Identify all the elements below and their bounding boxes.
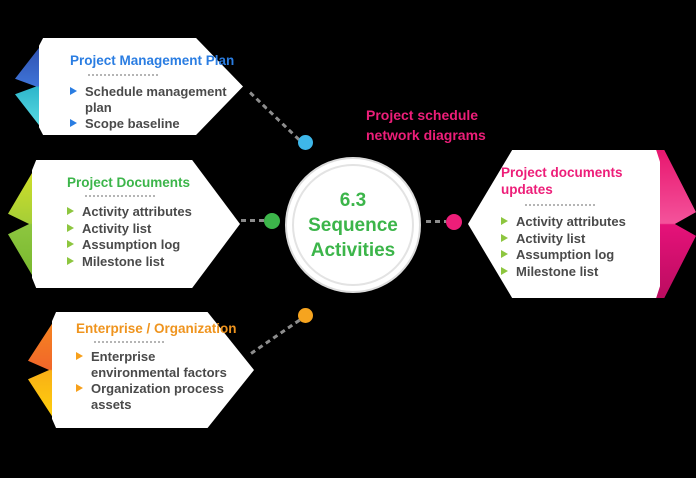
card-body xyxy=(32,160,240,288)
list-item: Scope baseline xyxy=(70,116,235,132)
input-card-project-management-plan: Project Management Plan Schedule managem… xyxy=(15,38,243,135)
card-title: Enterprise / Organization xyxy=(76,321,237,336)
connector-line-enterprise xyxy=(250,318,302,355)
process-circle-label: 6.3 Sequence Activities xyxy=(292,164,414,286)
list-item: Activity list xyxy=(501,231,656,247)
dotted-divider xyxy=(525,204,595,206)
triangle-bullet-icon xyxy=(67,256,74,265)
card-item-list: Enterprise environmental factors Organiz… xyxy=(76,349,246,412)
list-item: Activity list xyxy=(67,221,232,237)
connector-dot-green xyxy=(264,213,280,229)
triangle-bullet-icon xyxy=(67,207,74,215)
connector-dot-blue xyxy=(298,135,313,150)
card-item-list: Schedule management plan Scope baseline xyxy=(70,84,235,132)
triangle-bullet-icon xyxy=(67,240,74,248)
list-item: Milestone list xyxy=(67,254,232,270)
dotted-divider xyxy=(94,341,164,343)
list-item: Enterprise environmental factors xyxy=(76,349,246,380)
triangle-bullet-icon xyxy=(501,250,508,258)
process-name-line2: Activities xyxy=(310,239,396,261)
list-item: Assumption log xyxy=(501,247,656,263)
card-body xyxy=(52,312,254,428)
list-item: Schedule management plan xyxy=(70,84,235,115)
card-item-list: Activity attributes Activity list Assump… xyxy=(501,214,656,279)
card-body xyxy=(39,38,243,135)
connector-line-output xyxy=(426,220,446,223)
triangle-bullet-icon xyxy=(501,233,508,242)
list-item: Assumption log xyxy=(67,237,232,253)
connector-dot-orange xyxy=(298,308,313,323)
triangle-bullet-icon xyxy=(76,384,83,392)
input-card-project-documents: Project Documents Activity attributes Ac… xyxy=(8,160,240,288)
card-title: Project documents updates xyxy=(501,165,623,197)
triangle-bullet-icon xyxy=(67,223,74,232)
connector-dot-pink xyxy=(446,214,462,230)
connector-line-docs xyxy=(241,219,264,222)
triangle-bullet-icon xyxy=(501,266,508,275)
process-circle: 6.3 Sequence Activities xyxy=(285,157,421,293)
list-item: Activity attributes xyxy=(67,204,232,220)
triangle-bullet-icon xyxy=(70,87,77,95)
connector-line-pmp xyxy=(248,91,303,144)
card-title: Project Management Plan xyxy=(70,53,235,68)
output-card-project-documents-updates: Project documents updates Activity attri… xyxy=(468,150,696,298)
process-name-line1: Sequence xyxy=(308,214,398,236)
card-body xyxy=(468,150,660,298)
triangle-bullet-icon xyxy=(76,352,83,360)
card-title: Project Documents xyxy=(67,175,191,190)
card-item-list: Activity attributes Activity list Assump… xyxy=(67,204,232,269)
dotted-divider xyxy=(88,74,158,76)
list-item: Activity attributes xyxy=(501,214,656,230)
triangle-bullet-icon xyxy=(501,217,508,225)
list-item: Organization process assets xyxy=(76,381,246,412)
process-number: 6.3 xyxy=(339,189,367,211)
triangle-bullet-icon xyxy=(70,119,77,127)
output-label-schedule-network-diagrams: Project schedule network diagrams xyxy=(366,107,486,143)
input-card-enterprise-organization: Enterprise / Organization Enterprise env… xyxy=(28,312,254,428)
list-item: Milestone list xyxy=(501,264,656,280)
dotted-divider xyxy=(85,195,155,197)
